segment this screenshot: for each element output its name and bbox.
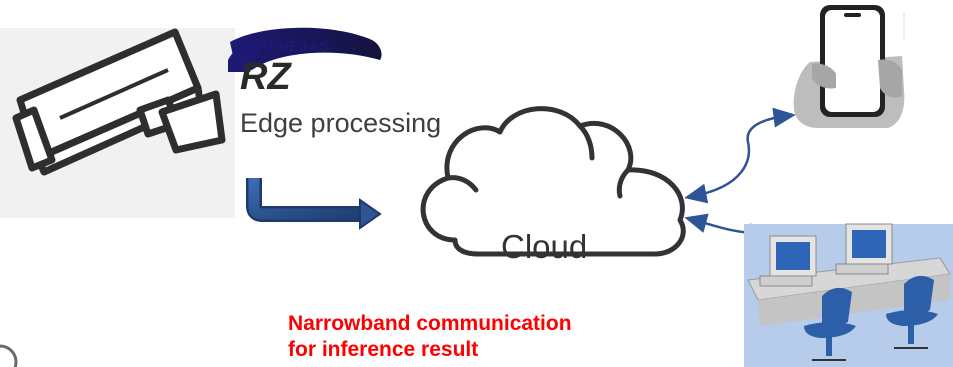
inference-note-line1: Narrowband communication bbox=[288, 312, 572, 335]
renesas-wordmark: RENESAS bbox=[258, 38, 330, 54]
partial-round-icon bbox=[0, 344, 18, 367]
cloud-icon bbox=[420, 106, 686, 257]
cloud-phone-link-arrow bbox=[684, 107, 796, 204]
edge-processing-label: Edge processing bbox=[240, 108, 442, 138]
inference-note-line2: for inference result bbox=[288, 338, 479, 361]
office-computers-icon bbox=[744, 223, 953, 367]
edge-to-cloud-arrow bbox=[246, 178, 382, 230]
smartphone-icon bbox=[793, 5, 905, 128]
rz-wordmark: RZ bbox=[240, 56, 291, 98]
security-camera-icon bbox=[0, 28, 235, 218]
inference-note: Narrowband communication for inference r… bbox=[288, 311, 572, 363]
renesas-logo bbox=[228, 27, 382, 72]
cloud-label: Cloud bbox=[501, 228, 588, 265]
